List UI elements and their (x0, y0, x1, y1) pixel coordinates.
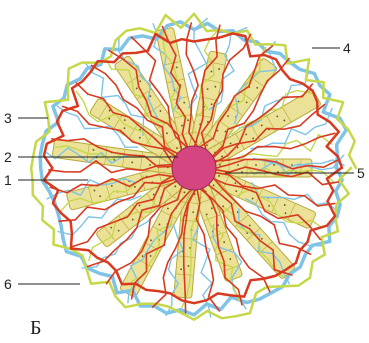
figure-caption: Б (30, 318, 41, 338)
cord-nucleus (255, 164, 257, 166)
cord-nucleus (273, 164, 275, 166)
label-2: 2 (4, 150, 12, 164)
cord-nucleus (219, 164, 221, 166)
label-6: 6 (4, 277, 12, 291)
label-4: 4 (343, 41, 351, 55)
label-1: 1 (4, 173, 12, 187)
label-3: 3 (4, 111, 12, 125)
cord-nucleus (237, 164, 239, 166)
central-vein (172, 146, 216, 190)
label-5: 5 (357, 166, 365, 180)
